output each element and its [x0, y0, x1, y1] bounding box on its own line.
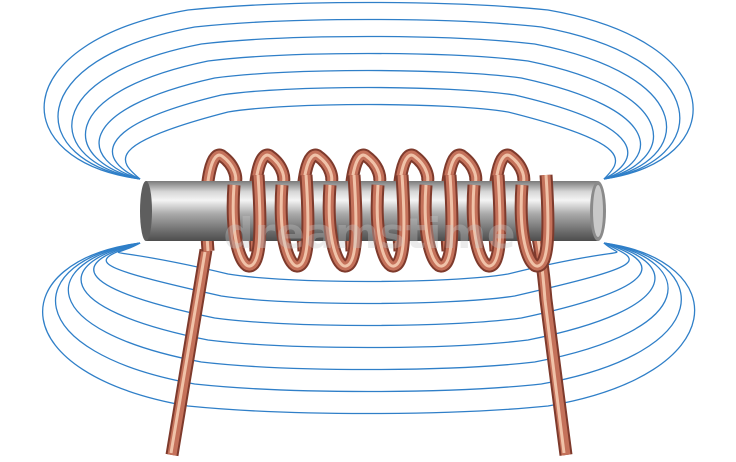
lower-field-lines	[42, 242, 696, 415]
coil-turn-front-highlight	[375, 174, 406, 268]
field-line-upper	[71, 35, 668, 180]
coil-turn-front-highlight	[519, 174, 550, 268]
coil-turn-front-highlight	[327, 174, 358, 268]
field-line-upper	[111, 86, 629, 180]
field-line-lower	[117, 242, 618, 283]
field-line-lower	[67, 242, 669, 371]
field-line-upper	[124, 103, 617, 180]
coil-turn-front-highlight	[279, 174, 310, 268]
field-line-lower	[54, 242, 682, 393]
upper-field-lines	[43, 1, 694, 180]
watermark-text: dreamstime	[223, 209, 516, 258]
field-line-lower	[105, 242, 630, 305]
field-line-upper	[84, 52, 654, 180]
coil-turn-front-highlight	[471, 174, 502, 268]
coil-turn-front-highlight	[423, 174, 454, 268]
field-line-lower	[93, 242, 643, 327]
field-line-upper	[43, 1, 694, 180]
field-line-upper	[57, 18, 681, 180]
field-line-lower	[42, 242, 696, 415]
coil-turn-front-highlight	[231, 174, 262, 268]
left-lead-wire	[165, 248, 213, 457]
field-line-upper	[98, 69, 642, 180]
field-line-lower	[80, 242, 656, 349]
copper-coil	[226, 174, 555, 273]
